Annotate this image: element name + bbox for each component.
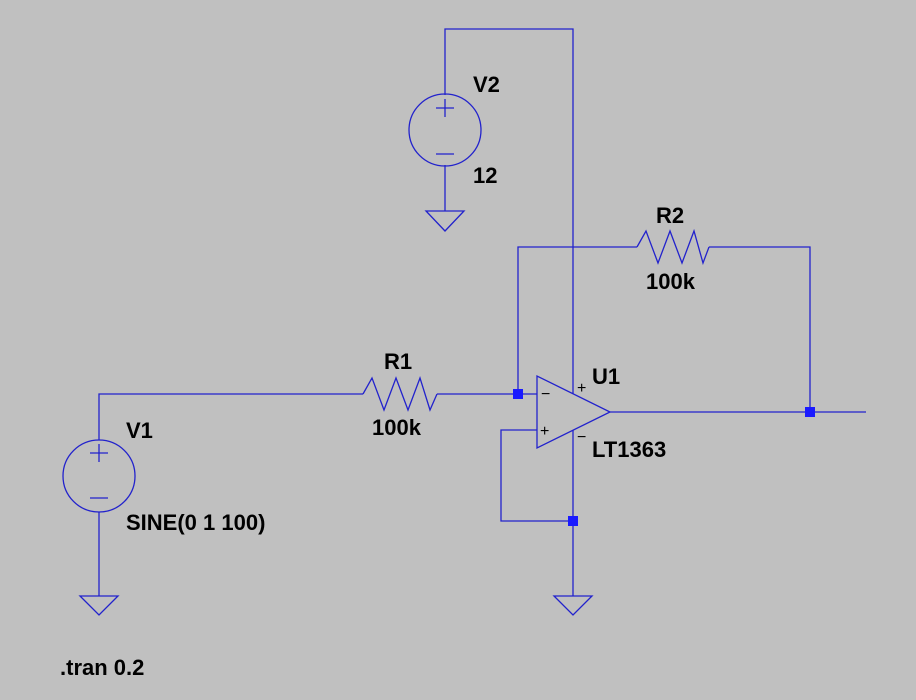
opamp-vminus-pin-label: −: [577, 429, 586, 446]
junctions: [513, 389, 815, 526]
opamp-u1[interactable]: − + + −: [536, 374, 612, 450]
ground-symbol-v1: [78, 595, 120, 616]
ground-symbol-opamp: [552, 595, 594, 616]
wire-v1-to-r1: [98, 393, 363, 440]
voltage-source-v2[interactable]: [408, 93, 482, 167]
r1-name-label: R1: [384, 349, 413, 374]
v2-name-label: V2: [473, 72, 500, 97]
opamp-vplus-pin-label: +: [577, 380, 586, 397]
opamp-plus-pin-label: +: [540, 423, 549, 440]
wire-v2-top: [444, 28, 574, 378]
junction-ground-node: [568, 516, 578, 526]
voltage-source-v1[interactable]: [62, 439, 136, 513]
resistor-r2-zigzag[interactable]: [636, 228, 710, 266]
junction-output-node: [805, 407, 815, 417]
resistor-r1-zigzag[interactable]: [362, 375, 438, 412]
r1-value-label: 100k: [372, 415, 421, 440]
ground-symbol-v2: [424, 210, 466, 232]
r2-name-label: R2: [656, 203, 685, 228]
r2-value-label: 100k: [646, 269, 695, 294]
v1-value-label: SINE(0 1 100): [126, 510, 266, 535]
v2-value-label: 12: [473, 163, 498, 188]
opamp-minus-pin-label: −: [541, 386, 550, 403]
v1-name-label: V1: [126, 418, 153, 443]
wires: [98, 28, 866, 596]
u1-name-label: U1: [592, 364, 621, 389]
wire-noninv-loop: [500, 429, 573, 522]
spice-directive[interactable]: .tran 0.2: [60, 655, 145, 680]
wire-feedback-right: [709, 246, 811, 412]
junction-inverting-node: [513, 389, 523, 399]
wire-feedback-left: [517, 246, 637, 394]
u1-part-label: LT1363: [592, 437, 667, 462]
